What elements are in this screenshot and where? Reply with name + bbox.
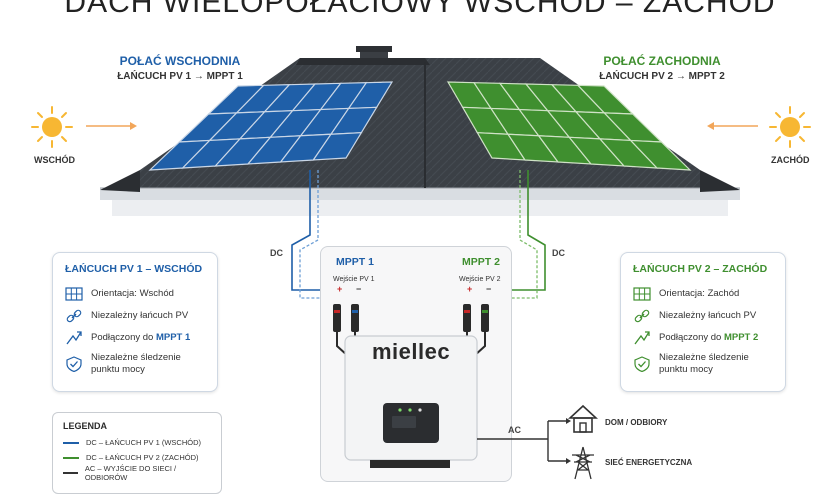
roof-fascia [100,188,740,200]
east-roof-name: POŁAĆ WSCHODNIA [119,54,241,68]
dc-wire-west-plus [505,170,546,291]
west-sun-icon [769,106,811,148]
west-solar-array [446,81,692,171]
legend-item-dc-east: DC – ŁAŃCUCH PV 1 (WSCHÓD) [63,435,211,450]
inverter-brand-logo: miellec [372,339,451,364]
chain-card-west-row: Orientacja: Zachód [633,283,773,305]
link-icon [66,309,82,323]
east-roof-chain: ŁAŃCUCH PV 1 → MPPT 1 [117,71,243,82]
mc4-connectors-pv1 [333,304,359,332]
ac-branch [547,418,571,464]
power-tower-icon [572,446,594,480]
ac-label: AC [508,425,521,435]
pv1-plus: + [337,284,343,294]
solar-panel [312,132,363,161]
east-sun-icon [31,106,73,148]
chain-card-west-title: ŁAŃCUCH PV 2 – ZACHÓD [633,263,768,275]
chain-card-east-row: Niezależny łańcuch PV [65,305,205,327]
chain-card-east-row: Podłączony do MPPT 1 [65,327,205,349]
east-solar-array [148,81,394,171]
pv-input-2-label: Wejście PV 2 [459,276,501,283]
chain-card-west-row: Niezależny łańcuch PV [633,305,773,327]
home-output-label: DOM / ODBIORY [605,418,668,427]
pv2-plus: + [467,284,473,294]
chain-card-west-row: Podłączony do MPPT 2 [633,327,773,349]
grid-output-label: SIEĆ ENERGETYCZNA [605,458,693,467]
page-title: DACH WIELOPOŁACIOWY WSCHÓD – ZACHÓD [64,0,776,19]
chain-card-east-row: Orientacja: Wschód [65,283,205,305]
pv1-minus: − [356,284,362,294]
mppt2-label: MPPT 2 [462,256,500,268]
legend-item-ac: AC – WYJŚCIE DO SIECI / ODBIORÓW [63,464,211,482]
chain-card-east: ŁAŃCUCH PV 1 – WSCHÓD Orientacja: Wschód… [52,252,218,392]
connection-icon [66,331,82,345]
shield-check-icon [66,356,82,372]
dc-label-west: DC [552,248,565,258]
west-roof-chain: ŁAŃCUCH PV 2 → MPPT 2 [599,71,725,82]
dc-wire-east-plus [291,170,334,291]
link-icon [634,309,650,323]
east-roof-label: POŁAĆ WSCHODNIA ŁAŃCUCH PV 1 → MPPT 1 [100,54,260,84]
inverter-drawing [333,304,548,468]
house-icon [568,404,598,433]
dc-wire-west-minus [488,170,538,299]
roof-diagram [86,46,758,301]
mppt1-label: MPPT 1 [336,256,374,268]
dc-label-east: DC [270,248,283,258]
legend: LEGENDA DC – ŁAŃCUCH PV 1 (WSCHÓD) DC – … [52,412,222,494]
solar-panel [629,139,692,171]
connection-icon [634,331,650,345]
pv2-minus: − [486,284,492,294]
chain-card-west: ŁAŃCUCH PV 2 – ZACHÓD Orientacja: Zachód… [620,252,786,392]
west-roof-label: POŁAĆ ZACHODNIA ŁAŃCUCH PV 2 → MPPT 2 [582,54,742,84]
pv-input-1-label: Wejście PV 1 [333,276,375,283]
west-sun-label: ZACHÓD [771,155,810,165]
shield-check-icon [634,356,650,372]
legend-title: LEGENDA [63,421,108,431]
legend-item-dc-west: DC – ŁAŃCUCH PV 2 (ZACHÓD) [63,450,211,465]
west-roof-name: POŁAĆ ZACHODNIA [603,54,721,68]
mc4-connectors-pv2 [463,304,489,332]
east-sun-label: WSCHÓD [34,155,75,165]
chain-card-east-title: ŁAŃCUCH PV 1 – WSCHÓD [65,263,203,275]
solar-panel-icon [633,287,651,301]
solar-panel-icon [65,287,83,301]
dc-wire-east-minus [299,170,352,299]
